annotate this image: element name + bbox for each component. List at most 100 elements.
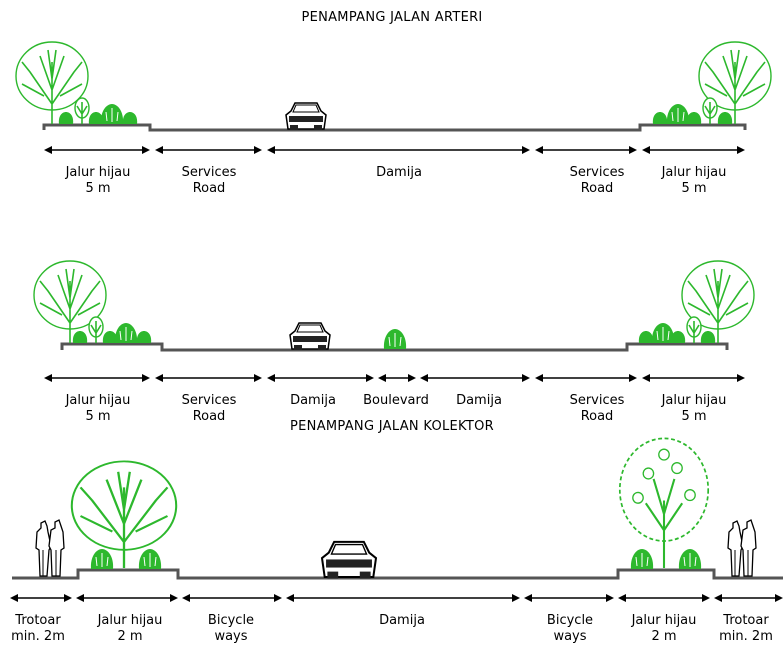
dimension-arrow-icon	[737, 374, 745, 382]
label-boulevard: Boulevard	[363, 393, 429, 408]
dimension-arrow-icon	[182, 594, 190, 602]
dimension-arrow-icon	[254, 374, 262, 382]
boulevard-bush-icon	[383, 328, 407, 350]
label-jalur-hijau-left: Jalur hijau	[97, 613, 163, 628]
bush-icon	[702, 97, 718, 125]
title-kolektor: PENAMPANG JALAN KOLEKTOR	[290, 419, 494, 434]
dimension-arrow-icon	[512, 594, 520, 602]
label-damija-right: Damija	[456, 393, 502, 408]
label-services-road-right: Services	[570, 165, 625, 180]
road-profile	[42, 123, 747, 132]
dimension-row-3	[10, 594, 783, 602]
bush-icon	[651, 322, 675, 344]
dimension-arrow-icon	[606, 594, 614, 602]
label-row-1: Jalur hijau 5 m Services Road Damija Ser…	[65, 165, 727, 196]
label-damija: Damija	[376, 165, 422, 180]
label-services-road-left: Services	[182, 165, 237, 180]
car-icon	[289, 322, 331, 351]
bush-icon	[138, 548, 162, 570]
dimension-arrow-icon	[44, 374, 52, 382]
dimension-arrow-icon	[522, 146, 530, 154]
dimension-arrow-icon	[44, 146, 52, 154]
label-bicycle-ways-left: Bicycle	[208, 613, 254, 628]
label-services-road-right: Services	[570, 393, 625, 408]
road-profile	[60, 342, 729, 352]
dimension-arrow-icon	[267, 374, 275, 382]
dimension-arrow-icon	[524, 594, 532, 602]
dimension-arrow-icon	[142, 146, 150, 154]
dimension-arrow-icon	[274, 594, 282, 602]
label-services-road-left-2: Road	[193, 181, 226, 196]
dimension-arrow-icon	[629, 374, 637, 382]
label-jalur-hijau-right: Jalur hijau	[661, 393, 727, 408]
dimension-arrow-icon	[629, 146, 637, 154]
label-damija-left: Damija	[290, 393, 336, 408]
section-kolektor	[12, 437, 783, 580]
bush-icon	[652, 112, 668, 124]
bush-icon	[630, 548, 654, 570]
dimension-arrow-icon	[642, 146, 650, 154]
dimension-arrow-icon	[378, 374, 386, 382]
label-jalur-hijau-left: Jalur hijau	[65, 165, 131, 180]
label-jalur-hijau-right-width: 5 m	[681, 409, 706, 424]
label-services-road-right-2: Road	[581, 181, 614, 196]
dimension-arrow-icon	[155, 374, 163, 382]
deciduous-tree-icon	[70, 460, 178, 570]
road-profile	[12, 568, 783, 580]
bush-icon	[686, 316, 702, 344]
label-jalur-hijau-left: Jalur hijau	[65, 393, 131, 408]
dimension-arrow-icon	[714, 594, 722, 602]
label-bicycle-ways-left-2: ways	[214, 629, 247, 644]
label-trotoar-right-width: min. 2m	[719, 629, 773, 644]
bush-icon	[638, 331, 654, 343]
label-jalur-hijau-right-width: 2 m	[651, 629, 676, 644]
bush-icon	[700, 331, 716, 343]
dimension-arrow-icon	[254, 146, 262, 154]
bush-icon	[136, 331, 152, 343]
bush-icon	[114, 322, 138, 344]
dimension-row-1	[44, 146, 745, 154]
section-arteri-1	[15, 41, 772, 132]
dimension-arrow-icon	[286, 594, 294, 602]
bush-icon	[90, 548, 114, 570]
label-damija: Damija	[379, 613, 425, 628]
label-services-road-right-2: Road	[581, 409, 614, 424]
dimension-arrow-icon	[618, 594, 626, 602]
label-jalur-hijau-right: Jalur hijau	[631, 613, 697, 628]
dimension-arrow-icon	[408, 374, 416, 382]
dimension-arrow-icon	[535, 374, 543, 382]
label-services-road-left-2: Road	[193, 409, 226, 424]
label-jalur-hijau-left-width: 5 m	[85, 409, 110, 424]
dimension-arrow-icon	[64, 594, 72, 602]
bush-icon	[58, 112, 74, 124]
bush-icon	[72, 331, 88, 343]
dimension-arrow-icon	[155, 146, 163, 154]
dimension-arrow-icon	[420, 374, 428, 382]
car-icon	[285, 102, 327, 131]
bush-icon	[74, 97, 90, 125]
section-arteri-2	[33, 260, 755, 352]
dimension-arrow-icon	[267, 146, 275, 154]
bush-icon	[686, 112, 702, 124]
dimension-arrow-icon	[366, 374, 374, 382]
label-bicycle-ways-right-2: ways	[553, 629, 586, 644]
label-bicycle-ways-right: Bicycle	[547, 613, 593, 628]
bush-icon	[666, 103, 690, 125]
bush-icon	[678, 548, 702, 570]
dimension-arrow-icon	[535, 146, 543, 154]
leafy-tree-icon	[618, 437, 710, 568]
bush-icon	[88, 316, 104, 344]
dimension-arrow-icon	[775, 594, 783, 602]
dimension-arrow-icon	[76, 594, 84, 602]
dimension-arrow-icon	[142, 374, 150, 382]
pedestrian-pair-icon	[727, 519, 757, 577]
bush-icon	[100, 103, 124, 125]
label-trotoar-right: Trotoar	[722, 613, 769, 628]
label-jalur-hijau-left-width: 5 m	[85, 181, 110, 196]
dimension-arrow-icon	[522, 374, 530, 382]
label-row-2: Jalur hijau 5 m Services Road Damija Bou…	[65, 393, 727, 424]
label-jalur-hijau-left-width: 2 m	[117, 629, 142, 644]
car-icon	[320, 540, 378, 580]
dimension-arrow-icon	[702, 594, 710, 602]
